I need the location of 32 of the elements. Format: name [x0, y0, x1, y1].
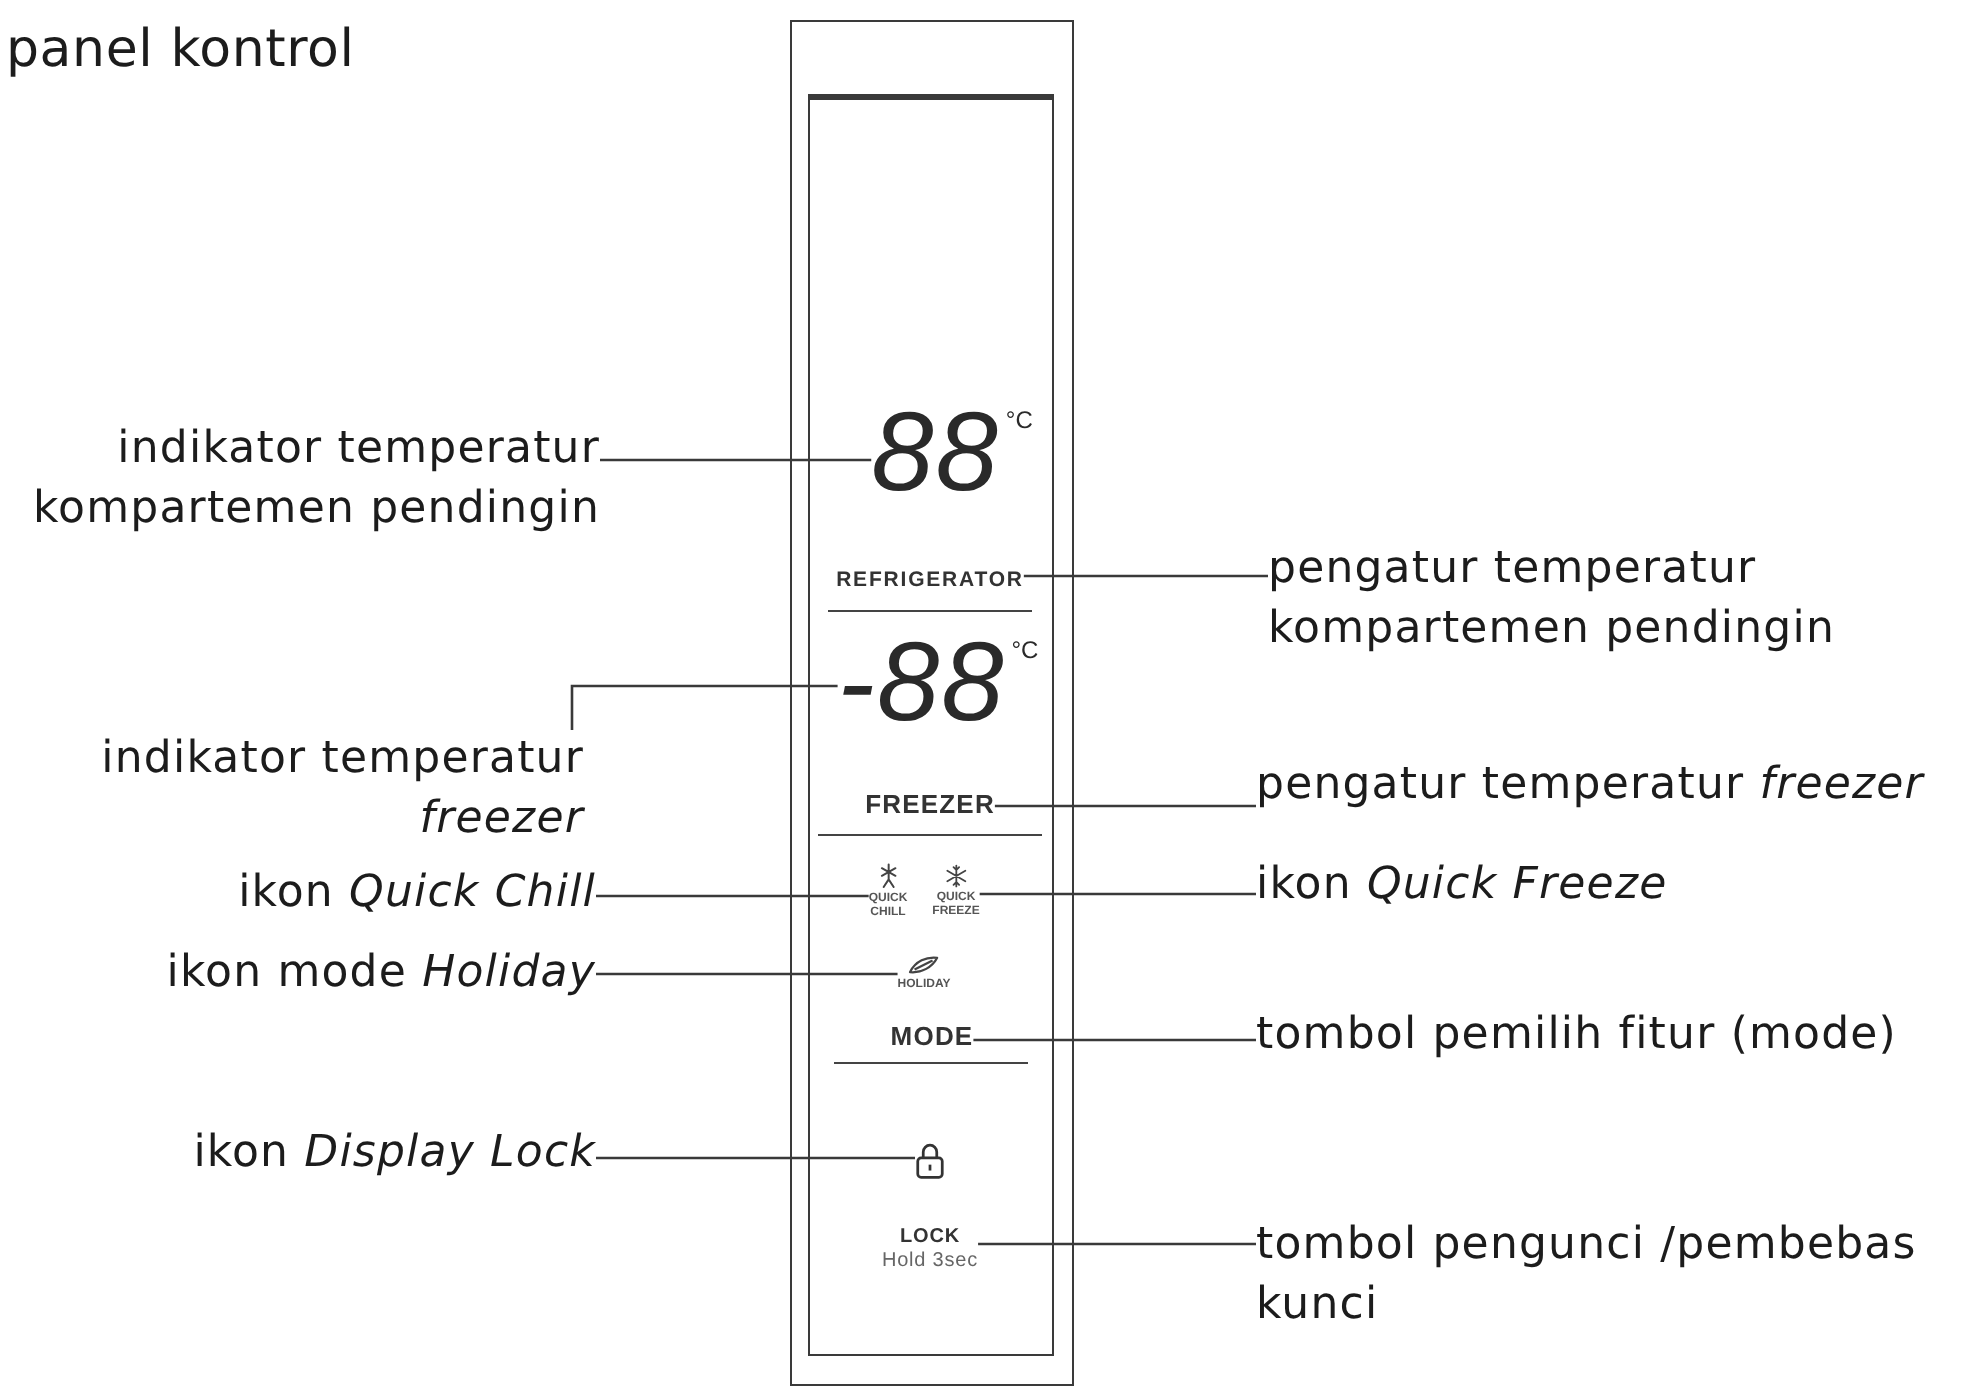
callout-label: tombol pengunci /pembebas kunci	[1256, 1218, 1919, 1334]
display-panel	[807, 93, 1053, 1355]
panel-label: LOCK	[900, 1225, 960, 1249]
panel-label: MODE	[890, 1022, 974, 1052]
callout-label: pengatur temperatur kompartemen pendingin	[1268, 542, 1837, 658]
unit-label: °C	[1011, 635, 1039, 663]
leader-line	[596, 972, 898, 976]
leader-line	[596, 1156, 915, 1160]
leader-line	[978, 1242, 1256, 1246]
callout-label: tombol pemilih fitur (mode)	[1256, 1008, 1897, 1064]
diagram-title: panel kontrol	[6, 18, 355, 82]
leader-line	[596, 894, 869, 898]
panel-label: FREEZER	[865, 790, 995, 820]
callout-label: ikon mode Holiday	[166, 946, 596, 1002]
control-panel-frame	[790, 20, 1074, 1386]
leader-line	[600, 458, 872, 462]
callout-label: ikon Quick Freeze	[1256, 858, 1668, 914]
panel-label: REFRIGERATOR	[836, 566, 1024, 592]
temperature-digits: 88	[871, 405, 1000, 497]
hint-text: Hold 3sec	[881, 1249, 979, 1273]
leader-line	[570, 684, 838, 730]
leader-line	[979, 892, 1256, 896]
callout-label: ikon Quick Chill	[238, 866, 596, 922]
leader-line	[973, 1038, 1256, 1042]
leader-line	[994, 804, 1256, 808]
lock-icon	[915, 1140, 945, 1178]
callout-label: pengatur temperatur freezer	[1256, 758, 1924, 814]
leader-line	[1023, 574, 1268, 578]
temperature-digits: -88	[837, 635, 1006, 727]
callout-label: ikon Display Lock	[193, 1126, 596, 1182]
callout-label: indikator temperatur kompartemen pendingin	[31, 422, 600, 538]
unit-label: °C	[1005, 405, 1033, 433]
